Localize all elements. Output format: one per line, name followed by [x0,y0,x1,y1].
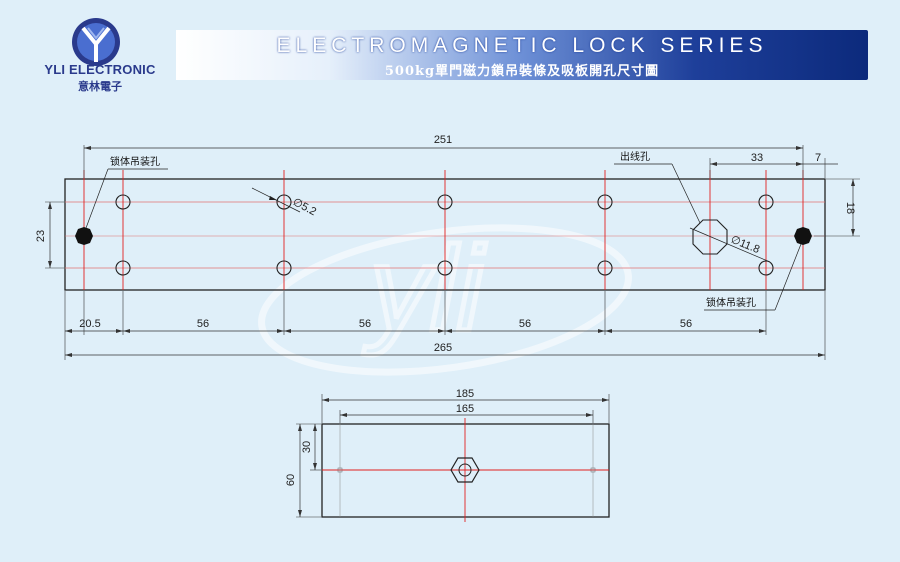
hole [758,194,774,210]
cable-hole [692,219,728,255]
armature-plate-drawing: 185 165 60 30 [285,388,610,522]
watermark-text: yli [363,222,487,356]
dim-label-spacing-4: 56 [680,318,692,330]
label-mount-hole-left: 锁体吊装孔 [110,155,160,168]
label-mount-hole-right: 锁体吊装孔 [706,296,756,309]
dim-label-hole-dia: ∅5.2 [291,196,319,218]
company-logo: YLI ELECTRONIC 意林電子 [44,62,156,94]
dim-label-33: 33 [751,152,763,164]
watermark: yli [258,220,632,376]
hole [276,194,292,210]
dim-label-spacing-2: 56 [359,318,371,330]
mount-hole-left [75,227,93,245]
dim-label-cable-dia: ∅11.8 [729,234,761,256]
dim-label-18: 18 [844,202,856,214]
hole [758,260,774,276]
dim-label-spacing-0: 20.5 [79,318,100,330]
dim-label-7: 7 [815,152,821,164]
armature-hex-nut-icon [450,457,480,483]
banner-title: ELECTROMAGNETIC LOCK SERIES [276,34,768,57]
dim-label-30: 30 [301,441,313,453]
banner-subtitle: 500kg單門磁力鎖吊裝條及吸板開孔尺寸圖 [384,64,660,79]
hole [437,260,453,276]
dim-label-23: 23 [35,230,47,242]
hole [115,194,131,210]
small-holes [115,194,774,276]
hole [597,260,613,276]
label-cable-hole: 出线孔 [620,150,650,163]
dim-label-spacing-3: 56 [519,318,531,330]
armature-plate-outline [321,423,610,518]
dim-label-165: 165 [456,403,474,415]
hole [276,260,292,276]
title-banner: ELECTROMAGNETIC LOCK SERIES 500kg單門磁力鎖吊裝… [176,30,868,80]
hole [115,260,131,276]
dim-label-185: 185 [456,388,474,400]
company-name-cn: 意林電子 [78,80,122,93]
mount-hole-right [794,227,812,245]
dim-label-spacing-1: 56 [197,318,209,330]
company-name-en: YLI ELECTRONIC [44,62,156,77]
dim-label-251: 251 [434,134,452,146]
top-plate-drawing: 251 33 7 23 18 [35,134,860,360]
dim-label-265: 265 [434,342,452,354]
company-logo-icon [72,18,120,66]
dim-label-60: 60 [285,474,297,486]
hole [597,194,613,210]
hole [437,194,453,210]
vertical-center-lines [83,170,804,290]
